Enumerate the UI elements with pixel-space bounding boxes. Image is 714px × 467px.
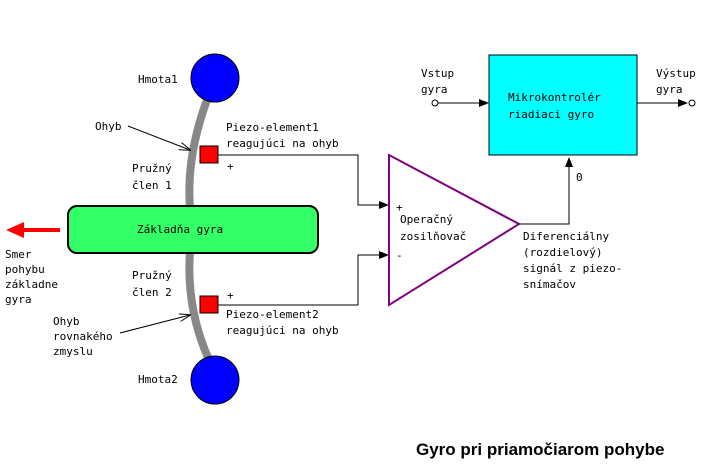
operational-amplifier	[388, 153, 522, 307]
microcontroller-box	[488, 54, 638, 156]
opamp-minus: -	[396, 249, 403, 262]
piezo-top-label: Piezo-element1 reagujúci na ohyb	[226, 121, 339, 150]
input-label: Vstup gyra	[421, 67, 461, 96]
bend-top-pointer	[127, 125, 190, 150]
piezo-element-top	[199, 145, 219, 164]
input-terminal	[431, 99, 439, 107]
piezo-bottom-label: Piezo-element2 reagujúci na ohyb	[226, 308, 339, 337]
piezo-bottom-plus: +	[227, 289, 234, 302]
spring-member-top	[185, 90, 214, 209]
diff-signal-label: Diferenciálny (rozdielový) signál z piez…	[523, 230, 629, 291]
bend-top-label: Ohyb	[95, 120, 122, 133]
gyro-base	[67, 205, 319, 254]
spring-bottom-label: Pružný člen 2	[132, 269, 178, 299]
mass-bottom-label: Hmota2	[138, 373, 178, 386]
output-label: Výstup gyra	[656, 67, 702, 96]
wire-opamp-to-mcu	[519, 157, 573, 225]
bend-bottom-label: Ohyb rovnakého zmyslu	[53, 315, 119, 358]
mass-bottom	[190, 355, 240, 405]
wire-piezo-top	[218, 154, 389, 209]
piezo-top-plus: +	[227, 160, 234, 173]
bend-bottom-pointer	[119, 315, 190, 334]
mass-top	[190, 53, 240, 103]
mass-top-label: Hmota1	[138, 73, 178, 86]
wire-piezo-bottom	[218, 251, 389, 306]
opamp-label: Operačný zosilňovač	[400, 213, 466, 243]
output-terminal	[688, 99, 696, 107]
spring-top-label: Pružný člen 1	[132, 162, 178, 192]
gyro-base-label: Základňa gyra	[137, 223, 223, 236]
motion-arrow-head	[6, 222, 24, 238]
opamp-plus: +	[396, 201, 403, 214]
motion-label: Smer pohybu základne gyra	[5, 248, 65, 306]
diagram-caption: Gyro pri priamočiarom pohybe	[416, 440, 664, 459]
microcontroller-label: Mikrokontrolér riadiaci gyro	[508, 91, 607, 121]
piezo-element-bottom	[199, 295, 219, 314]
spring-member-bottom	[185, 251, 214, 364]
mcu-input-zero: 0	[576, 171, 583, 184]
